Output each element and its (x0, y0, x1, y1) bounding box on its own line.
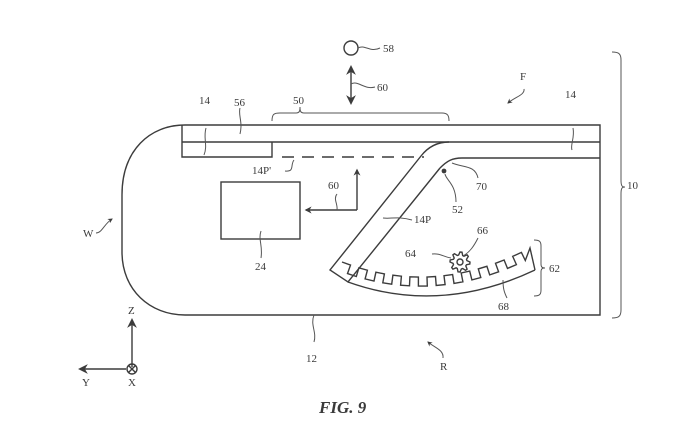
label-50: 50 (293, 95, 305, 107)
label-64: 64 (405, 248, 417, 260)
leader-R (427, 341, 444, 359)
label-Z: Z (128, 305, 135, 317)
label-F: F (520, 71, 526, 83)
label-68: 68 (498, 301, 510, 313)
sensor-52 (441, 168, 447, 174)
object-58 (343, 40, 359, 56)
brace-62 (533, 239, 546, 297)
leader-14P-prime (284, 159, 295, 172)
label-10: 10 (627, 180, 639, 192)
leader-66 (462, 237, 479, 257)
label-X: X (128, 377, 136, 389)
label-66: 66 (477, 225, 489, 237)
brace-10 (611, 51, 626, 319)
leader-W (95, 218, 113, 234)
rear-block-24 (220, 181, 301, 240)
cover-56-block (181, 125, 273, 158)
leader-52 (444, 173, 457, 203)
rack-68-teeth (341, 245, 536, 287)
label-14P: 14P (414, 214, 431, 226)
bracket-50 (271, 106, 450, 122)
leader-14-right (571, 127, 574, 151)
leader-56 (239, 107, 242, 135)
leader-58 (357, 46, 381, 51)
label-60-inner: 60 (328, 180, 340, 192)
label-14-right: 14 (565, 89, 577, 101)
gear-hub-66 (456, 258, 464, 266)
leader-68 (502, 279, 508, 299)
label-52: 52 (452, 204, 463, 216)
label-W: W (83, 228, 94, 240)
display-bent-portion-14P (328, 141, 450, 283)
leader-14-left (203, 127, 207, 156)
label-24: 24 (255, 261, 267, 273)
label-56: 56 (234, 97, 246, 109)
label-62: 62 (549, 263, 560, 275)
label-70: 70 (476, 181, 488, 193)
leader-14P (382, 217, 413, 221)
label-14P-prime: 14P' (252, 165, 271, 177)
label-Y: Y (82, 377, 90, 389)
display-lower-line (439, 157, 600, 169)
label-60-top: 60 (377, 82, 389, 94)
housing-outline (121, 124, 601, 316)
label-14-left: 14 (199, 95, 211, 107)
leader-60-top (350, 82, 376, 89)
axis-x-into-page-icon (126, 363, 138, 375)
leader-70 (451, 162, 479, 179)
rack-68-outer (347, 269, 536, 297)
leader-64 (431, 253, 452, 259)
label-R: R (440, 361, 448, 373)
leader-24 (259, 230, 262, 259)
gear-64 (449, 251, 471, 273)
leader-12 (312, 314, 316, 343)
label-58: 58 (383, 43, 395, 55)
leader-60-inner (334, 193, 338, 211)
figure-caption: FIG. 9 (318, 398, 367, 417)
label-12: 12 (306, 353, 317, 365)
leader-F (507, 88, 525, 104)
